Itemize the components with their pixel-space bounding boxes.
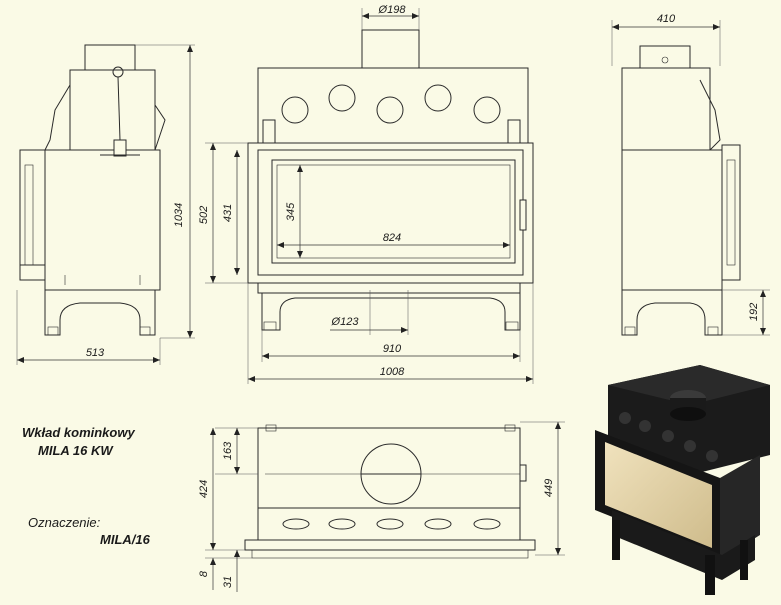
top-view: 163 424 449 8 31 — [198, 421, 565, 592]
fireplace-3d-render — [595, 365, 770, 595]
right-side-view: 410 192 — [611, 13, 770, 336]
front-upper-body — [257, 67, 529, 144]
render-glass — [605, 442, 712, 548]
dim-door-height: 431 — [222, 204, 234, 222]
flue-outlet — [361, 29, 420, 69]
dim-top-flue-offset: 163 — [222, 441, 234, 460]
dim-total-height: 1034 — [173, 203, 185, 227]
dim-leg-span: 910 — [383, 343, 402, 355]
dim-leg-height: 192 — [748, 303, 760, 321]
title-line-2: MILA 16 KW — [38, 443, 114, 458]
dim-front-offset-small: 8 — [198, 570, 210, 577]
door-glass — [271, 159, 516, 264]
dim-total-width: 1008 — [380, 366, 405, 378]
convection-hole — [473, 96, 501, 124]
dim-glass-height: 345 — [285, 202, 297, 221]
convection-hole — [424, 84, 452, 112]
dim-top-depth: 424 — [198, 480, 210, 498]
convection-hole — [281, 96, 309, 124]
dim-top-total-depth: 449 — [543, 479, 555, 497]
dim-side-depth-right: 410 — [657, 13, 676, 25]
top-body — [257, 427, 521, 509]
right-upper-housing — [621, 67, 711, 151]
right-legs — [621, 290, 723, 336]
side-upper-housing — [69, 69, 156, 150]
left-side-view: 1034 513 — [16, 44, 195, 365]
lever-pivot — [112, 66, 124, 78]
side-body — [44, 149, 161, 291]
designation-label: Oznaczenie: — [28, 515, 101, 530]
dim-glass-width: 824 — [383, 232, 401, 244]
dim-flue-diameter: Ø198 — [378, 4, 407, 16]
dim-air-inlet: Ø123 — [331, 316, 360, 328]
convection-hole — [328, 84, 356, 112]
side-legs — [44, 290, 156, 336]
title-line-1: Wkład kominkowy — [22, 425, 135, 440]
front-view: Ø198 502 431 345 82 — [198, 4, 534, 384]
convection-hole — [376, 96, 404, 124]
dim-front-height: 502 — [198, 206, 210, 224]
designation-value: MILA/16 — [100, 532, 151, 547]
dim-front-offset: 31 — [222, 576, 234, 588]
front-legs — [261, 293, 521, 331]
dim-side-depth: 513 — [86, 347, 105, 359]
